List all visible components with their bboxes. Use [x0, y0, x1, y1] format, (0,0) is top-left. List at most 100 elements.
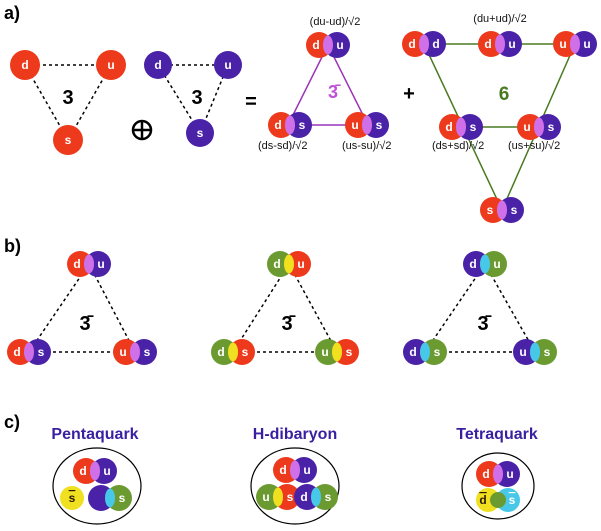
quark-overlap: [419, 34, 429, 54]
quark-right-label: u: [103, 464, 110, 478]
sextet-br-label: (us+su)/√2: [508, 140, 560, 152]
quark-left-label: d: [409, 345, 416, 359]
quark-d-label: d: [21, 58, 28, 72]
quark-overlap: [332, 342, 342, 362]
quark-right-label: s: [299, 118, 306, 132]
quark-u: [96, 50, 126, 80]
quark-overlap: [285, 115, 295, 135]
quark-right-label: s: [548, 120, 555, 134]
quark-s-label: s: [65, 133, 72, 147]
antiquark-s-label: s: [509, 493, 516, 507]
quark-u-label: u: [107, 58, 114, 72]
quark-left-label: d: [79, 464, 86, 478]
hadron-bag-pentaquark: [52, 447, 142, 525]
antiquark-s-label: s: [69, 491, 76, 505]
quark-right-label: s: [38, 345, 45, 359]
quark-right-label: u: [493, 257, 500, 271]
quark-u-label: u: [224, 58, 231, 72]
quark-right-label: s: [544, 345, 551, 359]
quark-overlap: [420, 342, 430, 362]
quark-overlap: [105, 488, 115, 508]
quark-left-label: u: [519, 345, 526, 359]
triangle-b3: 3̄: [424, 263, 536, 353]
quark-left-label: d: [408, 37, 415, 51]
quark-left-label: s: [487, 203, 494, 217]
rep-antitriplet: 3̄: [477, 313, 491, 335]
sextet-bl-label: (ds+sd)/√2: [432, 140, 484, 152]
quark-right-label: u: [97, 257, 104, 271]
quark-overlap: [530, 342, 540, 362]
quark-right-label: u: [506, 467, 513, 481]
rep-antitriplet: 3̄: [281, 313, 295, 335]
hadron-bag-tetraquark: [461, 452, 535, 520]
pentaquark-antiquark-s: s: [60, 486, 84, 510]
quark-right-label: s: [287, 490, 294, 504]
panel-label-c: c): [4, 412, 20, 432]
quark-left-label: d: [13, 345, 20, 359]
right-triplet: d u s 3: [144, 51, 242, 147]
quark-overlap: [323, 35, 333, 55]
quark-overlap: [362, 115, 372, 135]
quark-s: [53, 125, 83, 155]
quark-left-label: d: [300, 490, 307, 504]
oplus-symbol: [131, 119, 153, 141]
antiquark-d-label: d: [479, 493, 486, 507]
quark-right-label: s: [470, 120, 477, 134]
quark-overlap: [228, 342, 238, 362]
quark-right-label: u: [583, 37, 590, 51]
quark-left-label: d: [279, 463, 286, 477]
quark-left-label: u: [351, 118, 358, 132]
antitriplet-top-label: (du-ud)/√2: [310, 16, 361, 28]
quark-left-label: u: [119, 345, 126, 359]
quark-right-label: s: [144, 345, 151, 359]
antitriplet-rep: 3̄: [328, 82, 341, 102]
title-tetraquark: Tetraquark: [456, 426, 538, 443]
quark-left-label: u: [262, 490, 269, 504]
quark-left-label: d: [445, 120, 452, 134]
triangle-b1: 3̄: [28, 263, 136, 353]
plus-sign: +: [403, 83, 415, 105]
rep-label: 3: [62, 87, 73, 109]
quark-overlap: [84, 254, 94, 274]
quark-overlap: [534, 117, 544, 137]
quark-right-label: s: [325, 490, 332, 504]
quark-left-label: u: [321, 345, 328, 359]
quark-right-label: s: [376, 118, 383, 132]
quark-left-label: d: [469, 257, 476, 271]
quark-right-label: u: [508, 37, 515, 51]
quark-overlap: [284, 254, 294, 274]
quark-left-label: d: [73, 257, 80, 271]
quark-right-label: u: [297, 257, 304, 271]
quark-overlap: [311, 487, 321, 507]
triangle-b2: 3̄: [232, 263, 338, 353]
quark-overlap: [495, 34, 505, 54]
sextet-rep: 6: [499, 84, 510, 105]
quark-right-label: s: [242, 345, 249, 359]
quark-left-label: d: [484, 37, 491, 51]
quark-overlap: [456, 117, 466, 137]
quark-right-label: s: [434, 345, 441, 359]
quark-d: [10, 50, 40, 80]
antitriplet: 3̄ (du-ud)/√2 (ds-sd)/√2 (us-su)/√2: [258, 16, 391, 152]
quark-overlap: [273, 487, 283, 507]
quark-overlap: [130, 342, 140, 362]
quark-right-label: u: [303, 463, 310, 477]
quark-right-label: d: [432, 37, 439, 51]
